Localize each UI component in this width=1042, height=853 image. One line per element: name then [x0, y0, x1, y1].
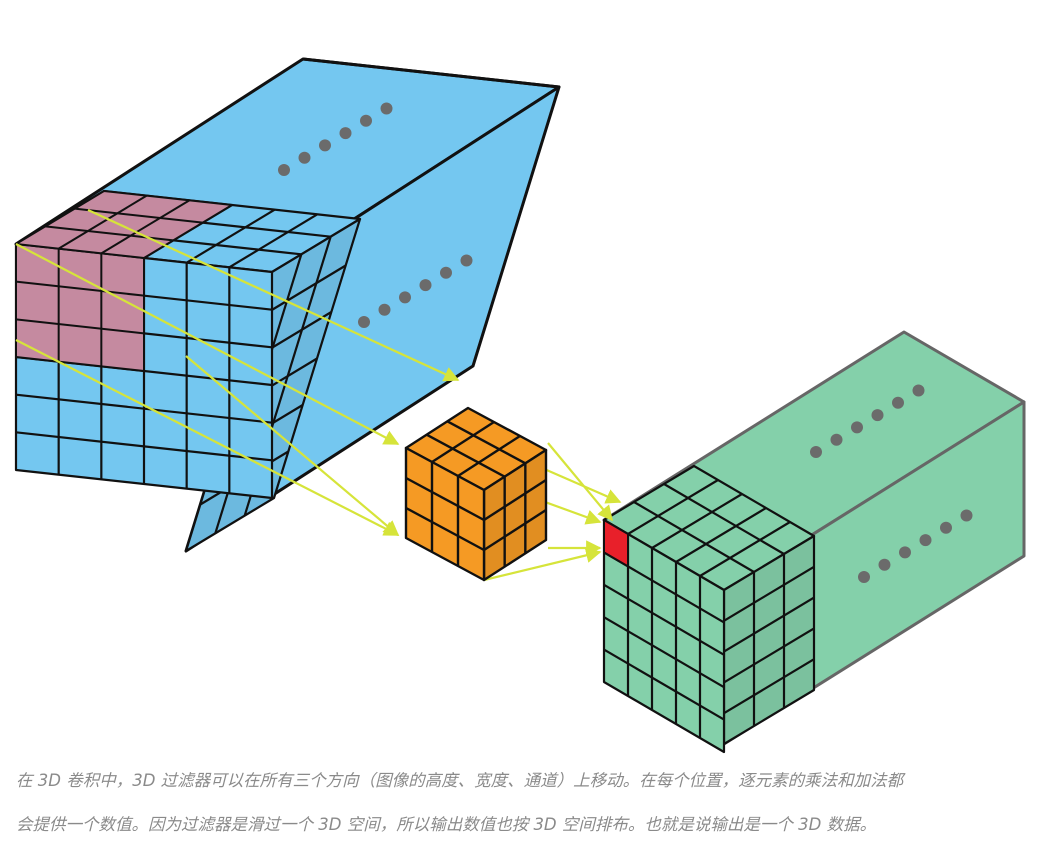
input-front-top-grid-gridline — [228, 213, 318, 269]
output-front-face-grid-gridline — [603, 583, 725, 656]
output-front-top-grid-gridline — [675, 507, 767, 563]
output-front-right-grid-gridline — [723, 596, 815, 653]
input-depth-dots — [278, 164, 290, 176]
output-front-right-grid-gridline — [723, 627, 815, 684]
mapping-arrow — [15, 243, 400, 445]
output-depth-dots — [871, 409, 884, 422]
output-front-face-grid — [602, 518, 726, 754]
output-front-face-grid-gridline — [603, 616, 725, 689]
mapping-arrow — [87, 209, 460, 382]
output-depth-dots — [851, 421, 863, 434]
filter-right-grid-gridline — [483, 508, 547, 552]
filter-front-grid-gridline — [405, 476, 485, 522]
input-depth-dots — [399, 291, 411, 304]
filter-front-grid-gridline — [405, 506, 485, 552]
output-depth-dots — [830, 433, 843, 446]
input-depth-dots — [460, 254, 473, 267]
input-depth-dots — [378, 303, 391, 316]
input-receptive-field-top-gridline — [58, 194, 148, 250]
output-depth-dots — [919, 534, 932, 547]
filter-cube — [404, 406, 548, 582]
input-receptive-field-front-gridline — [15, 318, 145, 335]
output-depth-dots — [912, 384, 925, 397]
input-receptive-field-top-gridline — [100, 199, 190, 255]
caption-line-2: 会提供一个数值。因为过滤器是滑过一个 3D 空间，所以输出数值也按 3D 空间排… — [16, 815, 877, 834]
input-front-top-grid-gridline — [186, 208, 276, 264]
output-depth-dots — [892, 396, 904, 409]
output-depth-dots — [810, 446, 822, 458]
output-volume — [602, 330, 1026, 754]
mapping-arrow — [547, 442, 613, 522]
input-depth-dots — [380, 102, 393, 115]
output-front-face-grid-gridline — [603, 648, 725, 721]
input-depth-dots — [358, 316, 370, 328]
output-depth-dots — [940, 521, 952, 534]
output-front-top-grid-gridline — [663, 483, 785, 555]
input-receptive-field-front-gridline — [15, 280, 145, 297]
input-depth-dots — [298, 151, 311, 164]
output-front-top-grid-gridline — [651, 493, 743, 549]
input-front-face-grid-gridline — [15, 431, 273, 462]
output-front-top-grid-gridline — [633, 501, 755, 573]
input-volume — [14, 57, 561, 553]
input-receptive-field-top-gridline — [45, 225, 174, 242]
output-front-top-grid-gridline — [699, 521, 791, 577]
output-depth-dots — [858, 571, 870, 583]
filter-right-grid-gridline — [483, 478, 547, 522]
mapping-arrow — [15, 339, 400, 536]
output-front-right-grid-gridline — [723, 658, 815, 715]
output-depth-dots — [878, 558, 891, 571]
input-depth-dots — [319, 139, 331, 152]
input-receptive-field-top-gridline — [74, 207, 203, 224]
3d-convolution-diagram — [14, 57, 1026, 754]
mapping-arrow — [185, 355, 400, 536]
input-depth-dots — [360, 114, 372, 127]
filter-top-grid-gridline — [446, 420, 526, 465]
filter-top-grid-gridline — [431, 420, 495, 464]
output-front-right-grid-gridline — [723, 565, 815, 622]
output-depth-dots — [899, 546, 911, 559]
mapping-arrow — [483, 547, 602, 582]
filter-top-grid-gridline — [457, 434, 521, 478]
input-back-edge — [302, 57, 560, 89]
filter-top-grid-gridline — [426, 433, 506, 478]
input-receptive-field-front — [15, 243, 145, 372]
input-depth-dots — [440, 266, 452, 279]
output-result-cell — [603, 519, 629, 568]
input-front-face-grid-gridline — [15, 393, 273, 424]
input-depth-dots — [419, 279, 432, 292]
caption-line-1: 在 3D 卷积中，3D 过滤器可以在所有三个方向（图像的高度、宽度、通道）上移动… — [16, 771, 904, 790]
input-depth-dots — [339, 127, 352, 140]
output-depth-dots — [960, 509, 973, 522]
output-front-top-grid-gridline — [627, 479, 719, 535]
